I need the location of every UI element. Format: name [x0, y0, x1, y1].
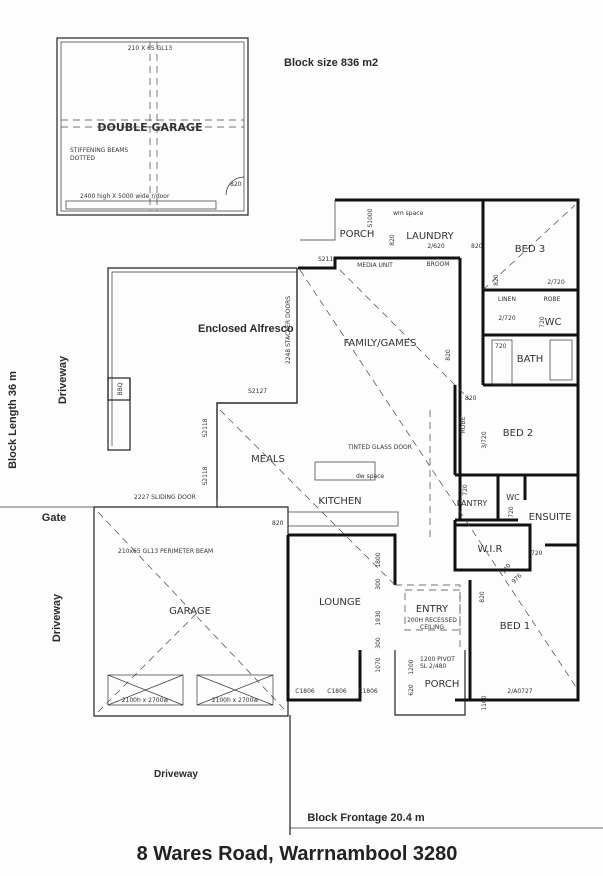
wc-label: WC — [545, 317, 562, 328]
dim-pantry-720: 720 — [462, 484, 469, 496]
kitchen-label: KITCHEN — [318, 496, 361, 507]
entry-ceiling-2: CEILING — [420, 624, 444, 631]
dim-porch-620: 620 — [408, 684, 415, 696]
pivot-door-1: 1200 PIVOT — [420, 656, 455, 663]
garage-door-820: 820 — [272, 520, 284, 527]
dim-bed3-820: 820 — [493, 274, 500, 286]
driveway-label-top: Driveway — [57, 355, 69, 404]
room-labels: PORCH LAUNDRY wm space BROOM MEDIA UNIT … — [251, 210, 571, 690]
dim-2-620: 2/620 — [427, 243, 444, 250]
s2118-label-1: S2118 — [202, 418, 209, 437]
porch-side-label: PORCH — [340, 229, 375, 240]
dim-bed1-820: 820 — [479, 591, 486, 603]
driveway-label-front: Driveway — [154, 769, 198, 780]
s2112-label: S2112 — [318, 256, 337, 263]
driveway-label-bottom: Driveway — [51, 593, 63, 642]
dim-porch-820: 820 — [389, 234, 396, 246]
bbq-label: BBQ — [117, 382, 124, 395]
dim-porch-1200: 1200 — [408, 659, 415, 674]
s2127-label: S2127 — [248, 388, 267, 395]
stiffening-note-1: STIFFENING BEAMS — [70, 147, 128, 154]
dim-976: 976 — [510, 572, 523, 585]
garage-label: GARAGE — [169, 606, 211, 617]
window-c1806-1: C1806 — [295, 688, 315, 695]
dim-1100: 1100 — [481, 695, 488, 710]
gate-label: Gate — [42, 512, 66, 524]
dim-ensuite-720: 720 — [531, 550, 543, 557]
dim-ensuite-wc-720: 720 — [508, 506, 515, 518]
window-c1806-2: C1806 — [327, 688, 347, 695]
bed2-label: BED 2 — [503, 428, 533, 439]
dim-wir-720: 720 — [501, 562, 513, 576]
dim-s1000: S1000 — [367, 208, 374, 227]
site-annotations: Driveway Driveway Block Length 36 m Gate… — [0, 355, 603, 865]
dim-300-b: 300 — [375, 637, 382, 649]
dw-space-label: dw space — [356, 473, 385, 480]
dimension-labels: S1000 820 2/620 820 820 2/720 2/720 720 … — [295, 208, 565, 710]
address-title: 8 Wares Road, Warrnambool 3280 — [137, 843, 458, 865]
window-c1806-3: C1806 — [358, 688, 378, 695]
dim-hall-820: 820 — [445, 349, 452, 361]
dim-1930: 1930 — [375, 610, 382, 625]
pivot-door-2: SL 2/480 — [420, 663, 447, 670]
stiffening-note-2: DOTTED — [70, 155, 95, 162]
dim-1800: 1800 — [375, 552, 382, 567]
alfresco-label: Enclosed Alfresco — [198, 323, 294, 335]
detached-double-garage: 210 X 65 GL13 DOUBLE GARAGE STIFFENING B… — [56, 37, 249, 216]
robe-bed3-label: ROBE — [544, 296, 561, 303]
porch-front-label: PORCH — [425, 679, 460, 690]
dim-wc-720: 720 — [539, 316, 546, 328]
roof-lines — [97, 204, 579, 713]
block-length-label: Block Length 36 m — [7, 371, 19, 469]
broom-label: BROOM — [427, 261, 450, 268]
dim-300-a: 300 — [375, 578, 382, 590]
media-unit-label: MEDIA UNIT — [357, 262, 393, 269]
wir-label: W.I.R — [478, 544, 503, 555]
alfresco: Enclosed Alfresco BBQ S2112 2248 STACKER… — [94, 256, 337, 508]
garage-beam-label: 210 X 65 GL13 — [128, 45, 173, 52]
lounge-label: LOUNGE — [319, 597, 361, 608]
side-door-label: 820 — [230, 181, 242, 188]
dim-3-720: 3/720 — [481, 431, 488, 448]
garage: 210x65 GL13 PERIMETER BEAM GARAGE 2100h … — [107, 520, 284, 706]
ensuite-wc-label: WC — [506, 493, 520, 502]
bed3-label: BED 3 — [515, 244, 545, 255]
roller-door-label: 2400 high X 5000 wide r/door — [80, 193, 170, 200]
perimeter-beam-label: 210x65 GL13 PERIMETER BEAM — [118, 548, 213, 555]
dim-2-720-linen: 2/720 — [498, 315, 515, 322]
meals-label: MEALS — [251, 454, 285, 465]
linen-label: LINEN — [498, 296, 516, 303]
family-games-label: FAMILY/GAMES — [344, 338, 417, 349]
stacker-doors-label: 2248 STACKER DOORS — [285, 296, 292, 364]
block-size-label: Block size 836 m2 — [284, 57, 378, 69]
dim-2-720-bed3: 2/720 — [547, 279, 564, 286]
entry-ceiling-1: 200H RECESSED — [407, 617, 457, 624]
ensuite-label: ENSUITE — [529, 512, 572, 523]
dim-1070: 1070 — [375, 657, 382, 672]
s2118-label-2: S2118 — [202, 466, 209, 485]
sliding-door-label: 2227 SLIDING DOOR — [134, 494, 196, 501]
window-a0727: 2/A0727 — [507, 688, 532, 695]
dim-bath-720: 720 — [495, 343, 507, 350]
robe-bed2-label: ROBE — [460, 416, 467, 433]
house-walls — [93, 198, 580, 717]
pantry-label: PANTRY — [457, 499, 488, 508]
bed1-label: BED 1 — [500, 621, 530, 632]
double-garage-label: DOUBLE GARAGE — [97, 121, 202, 134]
bath-label: BATH — [517, 354, 544, 365]
dim-bed2-820: 820 — [465, 395, 477, 402]
wm-space-label: wm space — [393, 210, 424, 217]
laundry-label: LAUNDRY — [406, 231, 454, 242]
garage-door-1-label: 2100h x 2700w — [122, 697, 169, 704]
block-frontage-label: Block Frontage 20.4 m — [307, 812, 425, 824]
dim-laundry-820: 820 — [471, 243, 483, 250]
entry-label: ENTRY — [416, 604, 449, 615]
tinted-glass-door-label: TINTED GLASS DOOR — [347, 444, 412, 451]
garage-door-2-label: 2100h x 2700w — [212, 697, 259, 704]
